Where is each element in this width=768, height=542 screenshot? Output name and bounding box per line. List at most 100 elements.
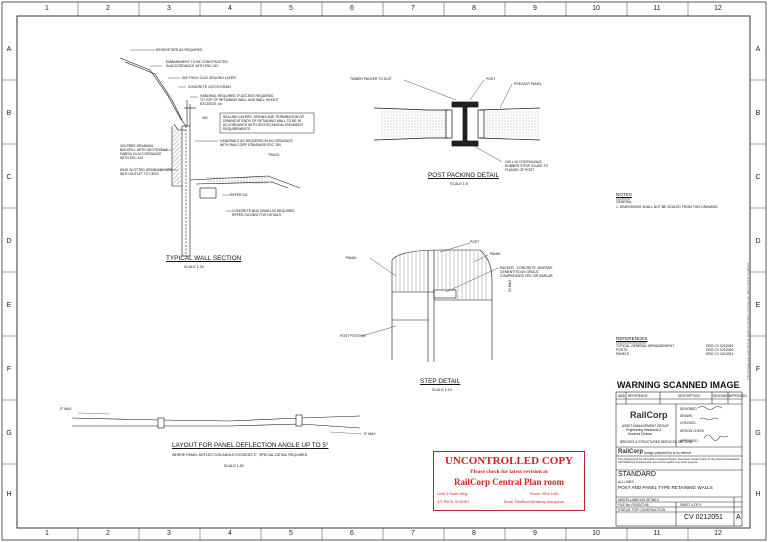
- status-label: STATUS: FOR CONSTRUCTION: [618, 508, 666, 512]
- sheet-number: SHEET 4 OF 4: [680, 503, 702, 507]
- grid-col-label: 5: [289, 5, 293, 12]
- detail-title: POST PACKING DETAIL: [428, 172, 500, 179]
- callout-note: HANDRAIL REQUIRED IF ACCESS REQUIRED: [200, 94, 274, 98]
- grid-row-label: F: [6, 366, 12, 373]
- callout-note: ACCORDANCE WITH GEOTECHNICAL ENGINEER: [223, 123, 303, 127]
- callout-note: FLANGE OF POST: [505, 168, 535, 172]
- callout-note: EXCEEDS 1m: [200, 102, 222, 106]
- grid-col-label: 6: [350, 5, 354, 12]
- callout-note: WITH OUTLET TO CESS: [120, 172, 159, 176]
- grid-row-label: G: [755, 430, 761, 437]
- file-number: FILE No. F0000/7146: [618, 503, 649, 507]
- grid-col-label: 4: [228, 530, 232, 537]
- callout-note: REFER GA DWG FOR DETAILS: [232, 213, 282, 217]
- rev-header: REFERENCE: [628, 394, 648, 398]
- callout-note: BACKFILL WITH GEOTEXTILE: [120, 148, 168, 152]
- grid-col-label: 3: [167, 530, 171, 537]
- detail-subtitle: WHERE PANEL DEFLECTION ANGLE EXCEEDS 5°,…: [172, 453, 308, 457]
- callout-note: WITH ESC 410: [120, 156, 144, 160]
- revision-letter: A: [736, 514, 741, 521]
- grid-col-label: 11: [653, 530, 661, 537]
- reference-dwg: DRG CV 0212050: [706, 348, 734, 352]
- detail-title: LAYOUT FOR PANEL DEFLECTION ANGLE UP TO …: [172, 442, 329, 449]
- grid-row-label: B: [755, 110, 761, 117]
- role-label: DESIGNED: [680, 407, 697, 411]
- grid-col-label: 10: [592, 5, 600, 12]
- warning-banner: WARNING SCANNED IMAGE: [617, 380, 740, 390]
- callout-note: REFER GA: [230, 193, 248, 197]
- group-label: ASSET MANAGEMENT GROUP: [622, 424, 669, 428]
- grid-col-label: 5: [289, 530, 293, 537]
- section-label: BRIDGES & STRUCTURES SERVICES SECTION: [620, 440, 693, 444]
- grid-col-label: 4: [228, 5, 232, 12]
- detail-scale: SCALE 1:5: [450, 182, 468, 186]
- callout-note: POST FOOTING: [340, 334, 366, 338]
- callout-note: PANEL: [490, 252, 501, 256]
- stamp-instruction: Please check for latest revision at: [470, 469, 548, 475]
- callout-note: CONCRETE CATCH DRAIN: [188, 85, 231, 89]
- callout-note: WITH RAILCORP STANDARD ESC 250: [220, 143, 281, 147]
- dimension-label: 50 MAX: [508, 279, 512, 292]
- detail-scale: SCALE 1:50: [224, 464, 244, 468]
- notes-heading: NOTES: [616, 192, 632, 197]
- side-annotation: This drawing was scanned from RailCorp a…: [746, 262, 750, 380]
- grid-col-label: 1: [45, 530, 49, 537]
- dimension-label: 300: [202, 116, 208, 120]
- company-logo-small: RailCorp: [618, 449, 644, 455]
- grid-row-label: C: [6, 174, 12, 181]
- reference-label: PANELS: [616, 352, 630, 356]
- grid-col-label: 2: [106, 5, 110, 12]
- callout-note: TO TOP OF RETAINING WALL AND WALL HEIGHT: [200, 98, 279, 102]
- detail-scale: SCALE 1:30: [184, 265, 204, 269]
- callout-note: PRECAST PANEL: [514, 82, 542, 86]
- callout-note: TIMBER PACKER TO SUIT: [350, 77, 392, 81]
- callout-note: COMPRESSED FRC OR SIMILAR: [500, 274, 553, 278]
- grid-row-label: E: [755, 302, 761, 309]
- detail-title: STEP DETAIL: [420, 378, 461, 385]
- role-label: CHECKED: [680, 421, 696, 425]
- grid-row-label: H: [6, 491, 12, 498]
- drawing-type: STANDARD: [618, 471, 656, 478]
- grid-col-label: 9: [533, 5, 537, 12]
- reference-label: TYPICAL GENERAL ARRANGEMENT: [616, 344, 675, 348]
- angle-label: 5° MAX: [60, 407, 72, 411]
- callout-note: FABRIC IN ACCORDANCE: [120, 152, 162, 156]
- stamp-email: Email: PlanRoom@railcorp.nsw.gov.au: [504, 500, 565, 504]
- grid-row-label: D: [755, 238, 761, 245]
- angle-label: 5° MAX: [364, 432, 376, 436]
- drawing-number: CV 0212051: [684, 514, 723, 521]
- callout-note: SEALING LAYERS, DRAINS AND TERMINATION O…: [223, 115, 305, 119]
- grid-col-label: 10: [592, 530, 600, 537]
- footer-note: Design prepared by or by referral: [644, 451, 691, 455]
- callout-note: 100 x 10 CONTINUOUS: [505, 160, 542, 164]
- grid-col-label: 3: [167, 5, 171, 12]
- role-label: DESIGN CHECK: [680, 429, 705, 433]
- grid-row-label: C: [755, 174, 761, 181]
- callout-note: TRACK: [268, 153, 280, 157]
- reference-label: POSTS: [616, 348, 628, 352]
- rev-header: DESCRIPTION: [678, 394, 700, 398]
- grid-row-label: G: [6, 430, 12, 437]
- group-label: Engineering Standards &: [626, 428, 662, 432]
- grid-row-label: E: [6, 302, 12, 309]
- callout-note: HANDRAILS AS REQUIRED IN ACCORDANCE: [220, 139, 293, 143]
- callout-note: PANEL: [346, 256, 357, 260]
- grid-col-label: 2: [106, 530, 110, 537]
- disclaimer: This drawing and the information contain…: [618, 458, 740, 464]
- stamp-level: Level 1 South Wing: [437, 492, 468, 496]
- references-heading: REFERENCES: [616, 336, 648, 341]
- group-label: Services Division: [628, 432, 653, 436]
- detail-scale: SCALE 1:10: [432, 388, 452, 392]
- lines-label: ALL LINES: [618, 480, 634, 484]
- callout-note: EMBANKMENT TO BE CONSTRUCTED: [166, 60, 228, 64]
- grid-col-label: 7: [411, 530, 415, 537]
- callout-note: Ø100 SLOTTED DRAINAGE PIPE: [120, 168, 173, 172]
- grid-col-label: 1: [45, 5, 49, 12]
- detail-title: TYPICAL WALL SECTION: [166, 255, 242, 262]
- stamp-phone: Phone: 9912 1451: [530, 492, 559, 496]
- grid-col-label: 12: [714, 530, 722, 537]
- callout-note: REQUIREMENTS: [223, 127, 251, 131]
- callout-note: PACKER - CONCRETE, MORTAR,: [500, 266, 553, 270]
- uncontrolled-copy-stamp: UNCONTROLLED COPY Please check for lates…: [433, 451, 585, 511]
- callout-note: RUBBER STRIP GLUED TO: [505, 164, 549, 168]
